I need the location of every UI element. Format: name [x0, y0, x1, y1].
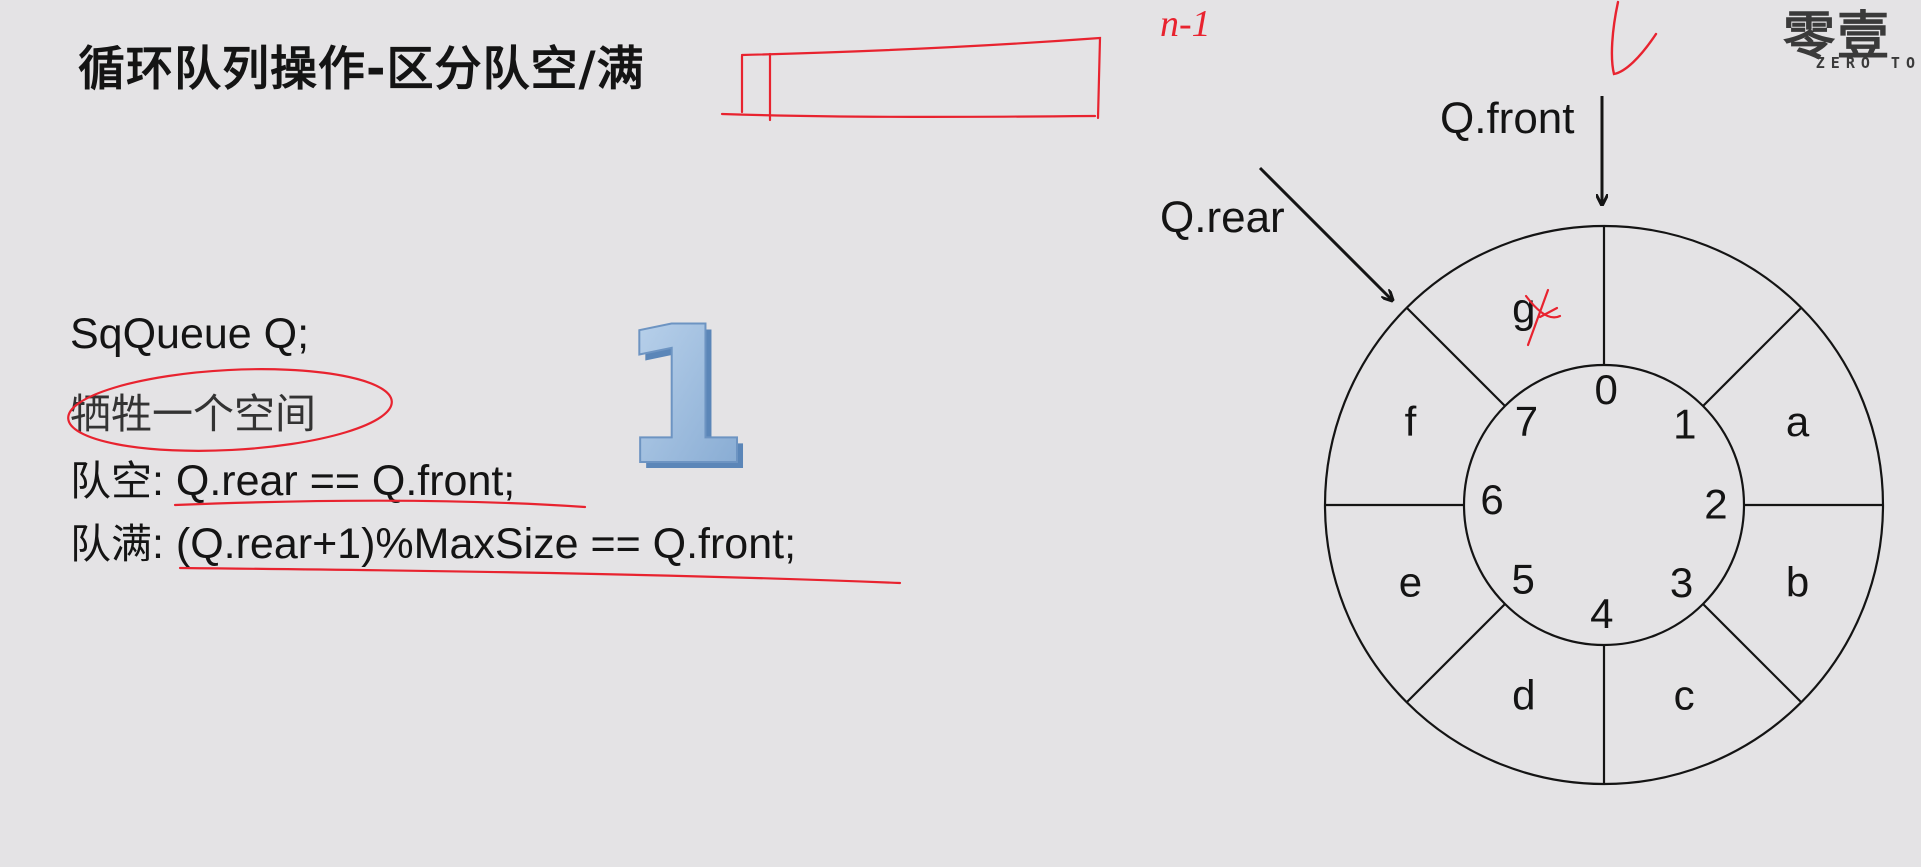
empty-expression: : Q.rear == Q.front; [152, 457, 516, 505]
slot-element: b [1786, 558, 1809, 605]
slot-element: a [1786, 398, 1810, 445]
full-label: 队满 [70, 520, 152, 568]
slot-element: e [1399, 558, 1422, 605]
ring-divider [1702, 306, 1803, 407]
full-underline [178, 566, 902, 585]
handwritten-x-mark [1524, 288, 1562, 347]
handwritten-array-sketch [720, 36, 1102, 122]
big-digit: 1 [618, 286, 750, 507]
rear-arrow [1258, 166, 1392, 300]
page-title: 循环队列操作-区分队空/满 [78, 42, 645, 97]
big-digit-shadow: 1 [624, 292, 756, 513]
rear-label: Q.rear [1160, 193, 1285, 242]
full-expression: : (Q.rear+1)%MaxSize == Q.front; [152, 520, 797, 568]
queue-ring [1323, 224, 1885, 786]
slot-index: 0 [1595, 366, 1618, 413]
slot-index: 4 [1590, 590, 1613, 637]
handwritten-n-minus-1: n-1 [1160, 3, 1211, 45]
slot-index: 1 [1673, 400, 1696, 447]
sacrifice-note: 牺牲一个空间 [70, 390, 316, 438]
slot-element: c [1674, 672, 1695, 719]
ring-divider [1405, 603, 1506, 704]
slot-element: f [1405, 398, 1417, 445]
slot-index: 5 [1512, 556, 1535, 603]
empty-label: 队空 [70, 457, 152, 505]
slot-index: 3 [1670, 559, 1693, 606]
slot-index: 7 [1515, 397, 1538, 444]
empty-condition: 队空: Q.rear == Q.front; [70, 447, 515, 507]
handwritten-check-mark [1610, 0, 1658, 76]
slot-index: 6 [1480, 476, 1503, 523]
full-condition: 队满: (Q.rear+1)%MaxSize == Q.front; [70, 510, 796, 570]
logo: 零壹 [1783, 0, 1921, 69]
handwritten-circle [67, 368, 393, 452]
slot-index: 2 [1704, 480, 1727, 527]
ring-divider [1405, 306, 1506, 407]
code-declaration: SqQueue Q; [70, 310, 310, 358]
slot-element: g [1512, 285, 1535, 332]
front-label: Q.front [1440, 94, 1575, 143]
ring-divider [1702, 603, 1803, 704]
empty-underline [173, 499, 587, 509]
logo-subtitle: ZERO TO [1815, 54, 1921, 72]
slot-element: d [1512, 672, 1535, 719]
logo-chars: 零壹 [1782, 7, 1891, 67]
